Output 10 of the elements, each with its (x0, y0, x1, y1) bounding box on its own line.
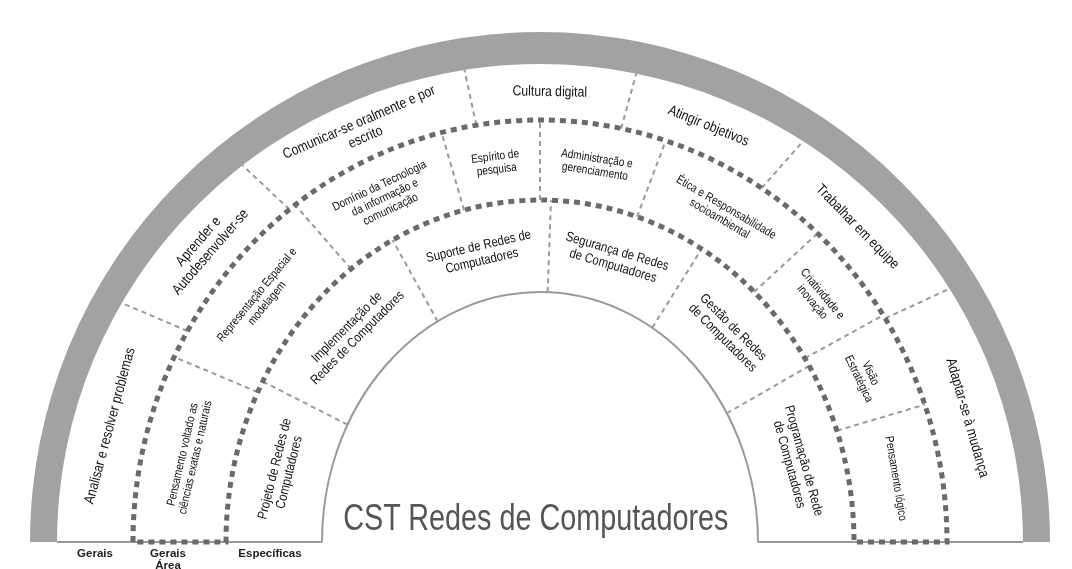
competency-label: Analisar e resolver problemas (78, 333, 142, 518)
diagram-title: CST Redes de Computadores (343, 500, 729, 536)
band-label: Gerais (76, 547, 114, 560)
competency-label: Administração e gerenciamento (549, 144, 644, 185)
competency-label: Cultura digital (485, 82, 614, 102)
band-label: Específicas (237, 547, 303, 560)
competency-label: Espírito de pesquisa (459, 145, 533, 180)
competency-label: Pensamento lógico (881, 430, 910, 528)
competency-label: Adaptar-se à mudança (932, 320, 1003, 516)
band-label: Gerais Área (149, 547, 187, 569)
